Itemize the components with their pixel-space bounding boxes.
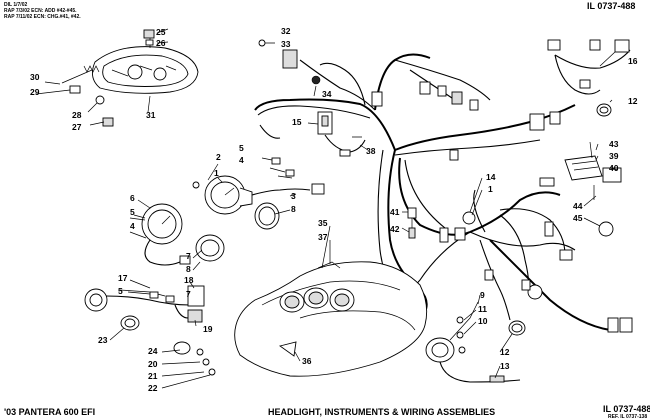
illustration-id-top: IL 0737-488 (587, 1, 636, 11)
callout-18: 18 (184, 275, 194, 285)
diagram-title: HEADLIGHT, INSTRUMENTS & WIRING ASSEMBLI… (268, 407, 496, 417)
callout-44: 44 (573, 201, 583, 211)
callout-labels: 1 2 3 4 5 8 6 5 4 7 8 17 5 18 7 19 23 24… (30, 26, 638, 393)
speedometer-gauge (192, 157, 325, 230)
callout-33: 33 (281, 39, 291, 49)
hood-dash-panel (234, 261, 428, 377)
callout-39: 39 (609, 151, 619, 161)
callout-29: 29 (30, 87, 40, 97)
model-name: '03 PANTERA 600 EFI (4, 407, 96, 417)
callout-25: 25 (156, 27, 166, 37)
callout-1: 1 (214, 168, 219, 178)
mounting-hardware (161, 341, 216, 389)
callout-22: 22 (148, 383, 158, 393)
callout-19: 19 (203, 324, 213, 334)
callout-4a: 4 (239, 155, 244, 165)
control-module (564, 141, 622, 237)
temperature-sensor (407, 207, 417, 239)
callout-11: 11 (478, 304, 487, 314)
headlight-assembly (35, 28, 199, 127)
callout-12b: 12 (628, 96, 638, 106)
tachometer-gauge (129, 203, 225, 266)
reference-id: REF. IL 0737-138 (608, 414, 648, 420)
revision-line-1: DIL 1/7/02 (4, 2, 28, 8)
callout-26: 26 (156, 38, 166, 48)
callout-5c: 5 (118, 286, 123, 296)
callout-5a: 5 (239, 143, 244, 153)
callout-5b: 5 (130, 207, 135, 217)
callout-10: 10 (478, 316, 488, 326)
callout-31: 31 (146, 110, 156, 120)
callout-20: 20 (148, 359, 158, 369)
revision-line-3: RAP 7/11/02 ECN: CHG.#41, #42. (4, 14, 81, 20)
callout-8b: 8 (186, 264, 191, 274)
callout-45: 45 (573, 213, 583, 223)
callout-24: 24 (148, 346, 158, 356)
callout-14: 14 (486, 172, 496, 182)
callout-43: 43 (609, 139, 619, 149)
illustration-id-bottom: IL 0737-488 (603, 404, 650, 414)
callout-1b: 1 (488, 184, 493, 194)
callout-41: 41 (390, 207, 400, 217)
callout-15: 15 (292, 117, 302, 127)
callout-36: 36 (302, 356, 312, 366)
callout-16: 16 (628, 56, 638, 66)
callout-7a: 7 (186, 251, 191, 261)
callout-27: 27 (72, 122, 82, 132)
callout-13: 13 (500, 361, 510, 371)
callout-2: 2 (216, 152, 221, 162)
callout-37: 37 (318, 232, 328, 242)
callout-23: 23 (98, 335, 108, 345)
harness-connectors (282, 39, 633, 333)
callout-7b: 7 (186, 289, 191, 299)
callout-38: 38 (366, 146, 376, 156)
callout-28: 28 (72, 110, 82, 120)
callout-17: 17 (118, 273, 128, 283)
callout-32: 32 (281, 26, 291, 36)
callout-30: 30 (30, 72, 40, 82)
revision-notes: DIL 1/7/02 RAP 7/3/02 ECN: ADD #42-#45. … (4, 2, 81, 20)
callout-3: 3 (291, 191, 296, 201)
revision-line-2: RAP 7/3/02 ECN: ADD #42-#45. (4, 8, 77, 14)
callout-12a: 12 (500, 347, 510, 357)
callout-8a: 8 (291, 204, 296, 214)
callout-40: 40 (609, 163, 619, 173)
callout-9: 9 (480, 290, 485, 300)
callout-21: 21 (148, 371, 158, 381)
callout-6: 6 (130, 193, 135, 203)
callout-34: 34 (322, 89, 332, 99)
callout-35: 35 (318, 218, 328, 228)
callout-42: 42 (390, 224, 400, 234)
leader-lines (109, 51, 619, 379)
callout-4b: 4 (130, 221, 135, 231)
key-switch (425, 301, 526, 383)
